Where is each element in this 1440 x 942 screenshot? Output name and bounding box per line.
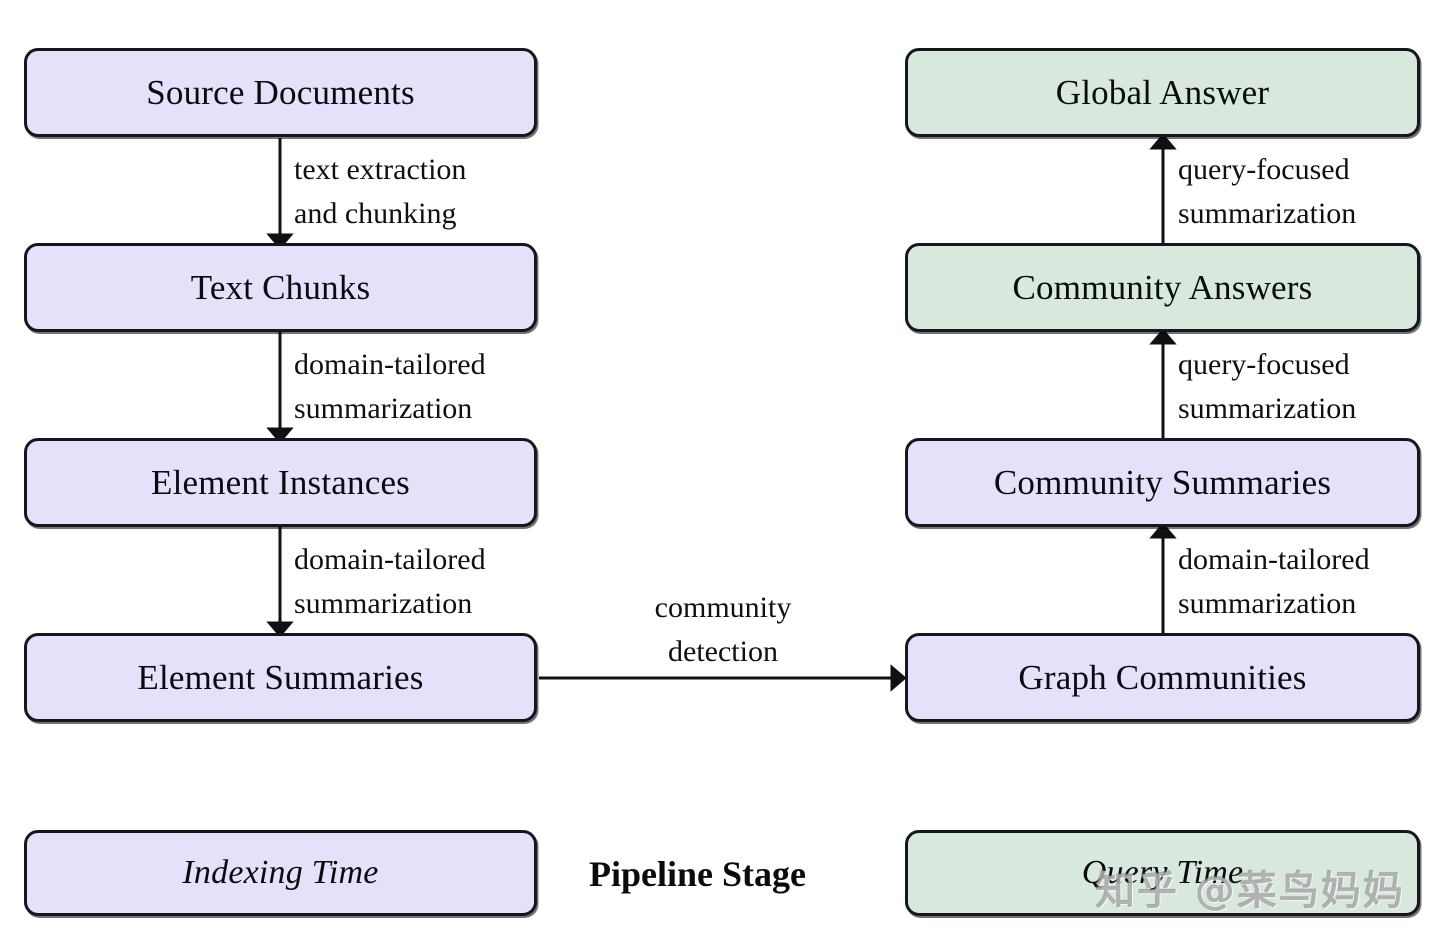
node-label: Community Answers [1012, 268, 1313, 307]
node-label: Community Summaries [993, 463, 1332, 502]
legend-query-time[interactable]: Query Time [905, 830, 1420, 916]
edge-label-line-2: detection [668, 635, 778, 669]
edge-label-line-2: summarization [294, 587, 473, 621]
node-label: Text Chunks [190, 268, 371, 307]
edge-label-comm-summaries-to-answers: query-focused summarization [1178, 343, 1356, 432]
edge-label-line-1: query-focused [1178, 348, 1350, 381]
edge-label-answers-to-global: query-focused summarization [1178, 148, 1356, 237]
edge-label-line-1: query-focused [1178, 153, 1350, 186]
edge-label-instances-to-summaries: domain-tailored summarization [294, 538, 486, 627]
node-global-answer[interactable]: Global Answer [905, 48, 1420, 137]
legend-indexing-time[interactable]: Indexing Time [24, 830, 537, 916]
node-label: Element Instances [151, 463, 410, 502]
edge-label-chunks-to-instances: domain-tailored summarization [294, 343, 486, 432]
node-element-summaries[interactable]: Element Summaries [24, 633, 537, 722]
legend-label: Indexing Time [182, 854, 379, 891]
watermark-text: 知乎 @菜鸟妈妈 [1095, 868, 1405, 914]
edge-label-line-1: domain-tailored [294, 348, 486, 381]
node-text-chunks[interactable]: Text Chunks [24, 243, 537, 332]
edge-label-line-2: summarization [294, 392, 473, 426]
edge-label-line-2: and chunking [294, 197, 457, 231]
node-label: Global Answer [1055, 73, 1270, 112]
edge-label-line-2: summarization [1178, 587, 1357, 621]
legend-label: Query Time [1081, 854, 1244, 891]
node-graph-communities[interactable]: Graph Communities [905, 633, 1420, 722]
node-source-documents[interactable]: Source Documents [24, 48, 537, 137]
edge-label-source-to-chunks: text extraction and chunking [294, 148, 466, 237]
node-label: Source Documents [146, 73, 415, 112]
node-element-instances[interactable]: Element Instances [24, 438, 537, 527]
edge-label-communities-to-comm-summaries: domain-tailored summarization [1178, 538, 1370, 627]
node-label: Element Summaries [137, 658, 424, 697]
edge-label-line-2: summarization [1178, 392, 1357, 426]
node-community-answers[interactable]: Community Answers [905, 243, 1420, 332]
edge-label-line-1: domain-tailored [294, 543, 486, 576]
edge-label-line-1: text extraction [294, 153, 467, 186]
node-label: Graph Communities [1018, 658, 1307, 697]
node-community-summaries[interactable]: Community Summaries [905, 438, 1420, 527]
edge-label-line-1: domain-tailored [1178, 543, 1370, 576]
edge-label-line-1: community [654, 591, 792, 624]
pipeline-stage-caption: Pipeline Stage [589, 854, 806, 894]
edge-label-line-2: summarization [1178, 197, 1357, 231]
edge-label-summaries-to-communities: community detection [638, 586, 808, 675]
